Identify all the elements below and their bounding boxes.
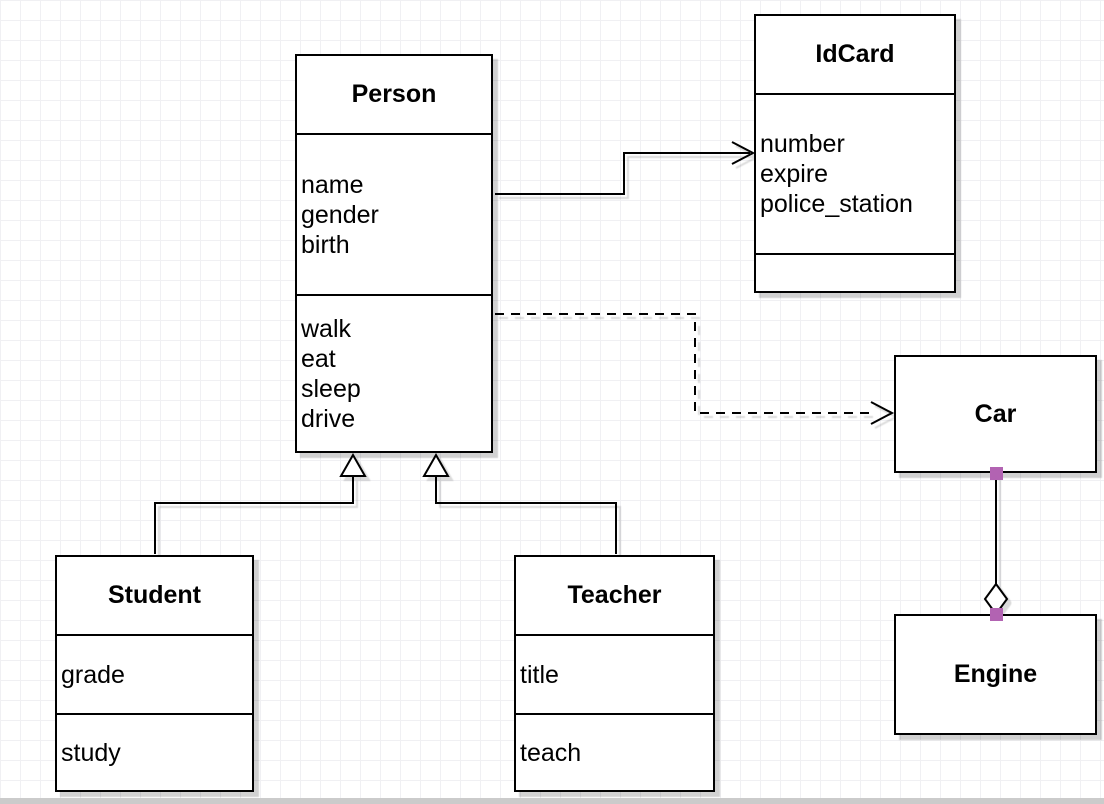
method: walk [301,314,352,343]
class-title: Engine [953,660,1038,688]
method: drive [301,404,356,433]
class-title: Person [297,56,491,135]
attribute: title [520,660,559,689]
attributes-compartment: name gender birth [297,135,491,296]
edge-path[interactable] [435,476,617,554]
class-idcard[interactable]: IdCard number expire police_station [754,14,956,293]
attributes-compartment: number expire police_station [756,95,954,255]
edge-teacher-person-generalization[interactable] [422,452,617,554]
edge-person-car-dependency[interactable] [495,313,895,425]
class-car[interactable]: Car [894,355,1097,473]
open-arrowhead-icon [870,401,895,425]
class-title: IdCard [756,16,954,95]
class-person[interactable]: Person name gender birth walk eat sleep … [295,54,493,453]
class-engine[interactable]: Engine [894,614,1097,735]
edge-path[interactable] [495,313,874,414]
attribute: birth [301,230,350,259]
attribute: name [301,170,364,199]
attribute: number [760,130,845,158]
hollow-triangle-arrowhead-icon [422,452,450,477]
class-teacher[interactable]: Teacher title teach [514,555,715,792]
method: study [61,738,121,767]
connection-handle[interactable] [990,608,1003,621]
edge-car-engine-aggregation[interactable] [983,473,1009,616]
attribute: gender [301,200,379,229]
method: sleep [301,374,361,403]
class-title: Student [57,557,252,636]
connection-handle[interactable] [990,467,1003,480]
page-edge [0,798,1104,804]
edge-person-idcard-association[interactable] [495,141,756,195]
method: eat [301,344,336,373]
method: teach [520,738,582,767]
attributes-compartment: title [516,636,713,715]
class-title: Teacher [516,557,713,636]
open-arrowhead-icon [731,141,756,165]
methods-compartment: teach [516,715,713,790]
edge-path[interactable] [495,152,750,195]
attributes-compartment: grade [57,636,252,715]
edge-path[interactable] [154,476,354,554]
attribute: grade [61,660,125,689]
class-title: Car [974,399,1017,428]
attribute: police_station [760,190,913,218]
class-student[interactable]: Student grade study [55,555,254,792]
methods-compartment: walk eat sleep drive [297,296,491,451]
edge-student-person-generalization[interactable] [154,452,367,554]
methods-compartment: study [57,715,252,790]
attribute: expire [760,160,829,188]
hollow-triangle-arrowhead-icon [339,452,367,477]
empty-compartment [756,255,954,291]
